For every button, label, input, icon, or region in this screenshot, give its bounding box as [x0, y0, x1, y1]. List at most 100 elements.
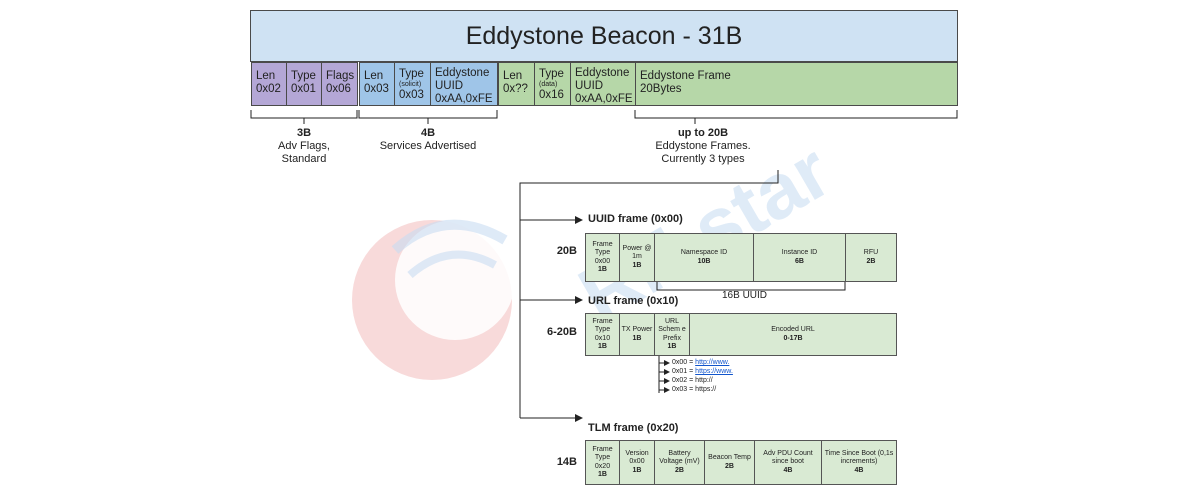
url-cell-tx-power: TX Power 1B [619, 313, 655, 356]
annotation-size: 4B [420, 127, 436, 139]
eddystone-frame-field: Eddystone Frame 20Bytes [635, 62, 958, 106]
uuid-frame-title: UUID frame (0x00) [588, 213, 683, 225]
field-value: 0x01 [291, 83, 316, 95]
prefix-code: 0x02 = [672, 377, 696, 384]
cell-bytes: 4B [854, 466, 864, 474]
adv-len-field: Len 0x02 [251, 62, 287, 106]
cell-name: Instance ID [781, 249, 818, 256]
field-value: 0x?? [503, 83, 528, 95]
prefix-code: 0x00 = [672, 359, 696, 366]
field-label: Len [364, 70, 384, 82]
services-annotation: 4B Services Advertised [368, 127, 488, 153]
field-label: UUID [435, 80, 464, 92]
tlm-frame-title: TLM frame (0x20) [588, 422, 679, 434]
annotation-text: Currently 3 types [661, 153, 745, 165]
packet-title: Eddystone Beacon - 31B [250, 10, 958, 62]
field-value: 0xAA,0xFE [435, 93, 493, 105]
cell-bytes: 0-17B [783, 334, 803, 342]
field-label: Eddystone [435, 67, 490, 79]
cell-bytes: 1B [598, 343, 607, 350]
url-frame-size: 6-20B [547, 326, 577, 338]
cell-name: Frame Type 0x00 [592, 240, 613, 265]
uuid-frame-size: 20B [556, 245, 577, 257]
cell-bytes: 1B [598, 471, 607, 478]
uuid-cell-frame-type: Frame Type 0x00 1B [585, 233, 620, 282]
uuid-cell-rfu: RFU 2B [845, 233, 897, 282]
url-prefix-item: 0x02 = http:// [672, 377, 713, 385]
field-label: Len [503, 70, 523, 82]
annotation-text: Eddystone Frames. [655, 140, 751, 152]
cell-name: Namespace ID [680, 249, 728, 256]
cell-name: Frame Type 0x20 [592, 445, 613, 470]
field-label: UUID [575, 80, 604, 92]
cell-name: Adv PDU Count since boot [763, 449, 813, 466]
uuid-bracket-label: 16B UUID [722, 290, 768, 301]
field-label: Type [539, 68, 564, 80]
service-len-field: Len 0x03 [359, 62, 395, 106]
annotation-size: up to 20B [677, 127, 729, 139]
field-value: 0x16 [539, 89, 564, 101]
field-label: Eddystone [575, 67, 630, 79]
field-value: 20Bytes [640, 83, 682, 95]
frames-annotation: up to 20B Eddystone Frames. Currently 3 … [648, 127, 758, 166]
data-uuid-field: Eddystone UUID 0xAA,0xFE [570, 62, 636, 106]
tlm-cell-beacon-temp: Beacon Temp 2B [704, 440, 755, 485]
cell-name: Beacon Temp [708, 454, 751, 461]
data-len-field: Len 0x?? [498, 62, 535, 106]
tlm-cell-time-since-boot: Time Since Boot (0,1s increments) 4B [821, 440, 897, 485]
adv-type-field: Type 0x01 [286, 62, 322, 106]
cell-bytes: 2B [725, 462, 734, 470]
packet-title-text: Eddystone Beacon - 31B [465, 21, 743, 50]
cell-bytes: 1B [632, 261, 642, 269]
service-type-field: Type (solicit) 0x03 [394, 62, 431, 106]
uuid-cell-namespace-id: Namespace ID 10B [654, 233, 754, 282]
cell-bytes: 1B [667, 343, 677, 350]
field-label: Type [291, 70, 316, 82]
cell-bytes: 1B [632, 466, 642, 474]
annotation-text: Services Advertised [379, 140, 477, 152]
field-value: 0x06 [326, 83, 351, 95]
cell-bytes: 2B [866, 257, 876, 265]
cell-bytes: 10B [697, 257, 711, 265]
prefix-code: 0x03 = [672, 386, 696, 393]
cell-bytes: 1B [632, 334, 642, 342]
tlm-cell-version: Version 0x00 1B [619, 440, 655, 485]
uuid-cell-instance-id: Instance ID 6B [753, 233, 846, 282]
field-label: Eddystone Frame [640, 70, 731, 82]
cell-bytes: 2B [675, 466, 684, 474]
prefix-value: http:// [695, 377, 713, 384]
uuid-cell-power: Power @ 1m 1B [619, 233, 655, 282]
adv-flags-field: Flags 0x06 [321, 62, 358, 106]
cell-bytes: 6B [795, 257, 804, 265]
url-prefix-item: 0x03 = https:// [672, 386, 716, 394]
cell-bytes: 1B [598, 266, 607, 273]
annotation-size: 3B [296, 127, 312, 139]
cell-name: Power @ 1m [622, 244, 652, 261]
annotation-text: Standard [281, 153, 327, 165]
tlm-frame-size: 14B [556, 456, 577, 468]
cell-name: TX Power [621, 326, 653, 333]
prefix-link[interactable]: http://www. [695, 359, 730, 366]
cell-name: Time Since Boot (0,1s increments) [824, 449, 894, 466]
prefix-value: https:// [695, 386, 717, 393]
cell-name: Frame Type 0x10 [592, 317, 613, 342]
url-frame-title: URL frame (0x10) [588, 295, 679, 307]
adv-flags-annotation: 3B Adv Flags, Standard [254, 127, 354, 166]
cell-bytes: 4B [783, 466, 793, 474]
field-label: Len [256, 70, 276, 82]
field-label: Flags [326, 70, 355, 82]
field-value: 0x03 [364, 83, 389, 95]
data-type-field: Type (data) 0x16 [534, 62, 571, 106]
prefix-link[interactable]: https://www. [695, 368, 733, 375]
url-prefix-item: 0x01 = https://www. [672, 368, 733, 376]
field-value: 0xAA,0xFE [575, 93, 633, 105]
url-cell-scheme-prefix: URL Schem e Prefix 1B [654, 313, 690, 356]
service-uuid-field: Eddystone UUID 0xAA,0xFE [430, 62, 498, 106]
tlm-cell-adv-pdu-count: Adv PDU Count since boot 4B [754, 440, 822, 485]
annotation-text: Adv Flags, [278, 140, 330, 152]
field-value: 0x02 [256, 83, 281, 95]
tlm-cell-frame-type: Frame Type 0x20 1B [585, 440, 620, 485]
url-cell-frame-type: Frame Type 0x10 1B [585, 313, 620, 356]
